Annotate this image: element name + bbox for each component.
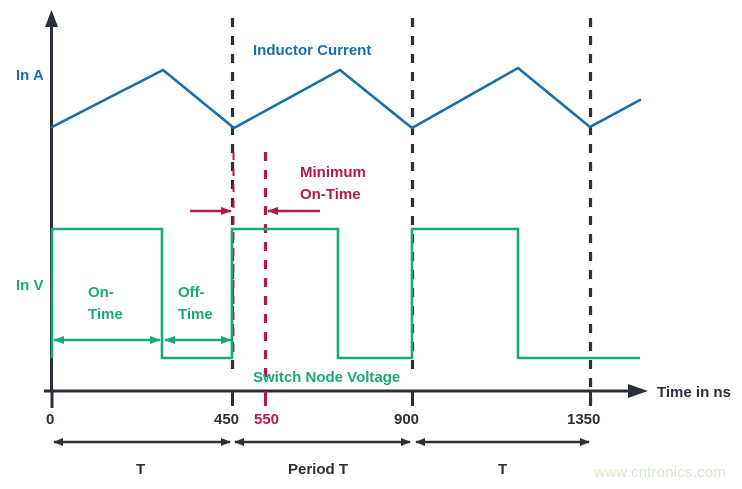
inductor-current-waveform [50,66,642,130]
y-axis-voltage-label: In V [16,277,44,294]
period-label-t-first: T [136,461,145,478]
tick-label-900: 900 [394,411,419,428]
tick-label-450: 450 [214,411,239,428]
switch-node-voltage-label: Switch Node Voltage [253,369,400,386]
switch-node-voltage-waveform [50,227,640,360]
x-axis-arrowhead [628,384,648,398]
on-time-label-line1: On- [88,284,114,301]
x-axis-ticks [50,391,592,408]
on-time-label-line2: Time [88,306,123,323]
minimum-on-time-label-line2: On-Time [300,186,361,203]
watermark: www.cntronics.com [594,464,726,481]
period-label-t-last: T [498,461,507,478]
inductor-current-label: Inductor Current [253,42,371,59]
off-time-label-line2: Time [178,306,213,323]
tick-label-550: 550 [254,411,279,428]
tick-label-1350: 1350 [567,411,600,428]
tick-label-0: 0 [46,411,54,428]
minimum-on-time-label-line1: Minimum [300,164,366,181]
y-axis-current-label: In A [16,67,44,84]
dashed-markers [230,18,593,406]
off-time-label-line1: Off- [178,284,205,301]
y-axis-arrowhead [45,10,58,27]
period-label-period-t: Period T [288,461,348,478]
x-axis-label: Time in ns [657,384,731,401]
